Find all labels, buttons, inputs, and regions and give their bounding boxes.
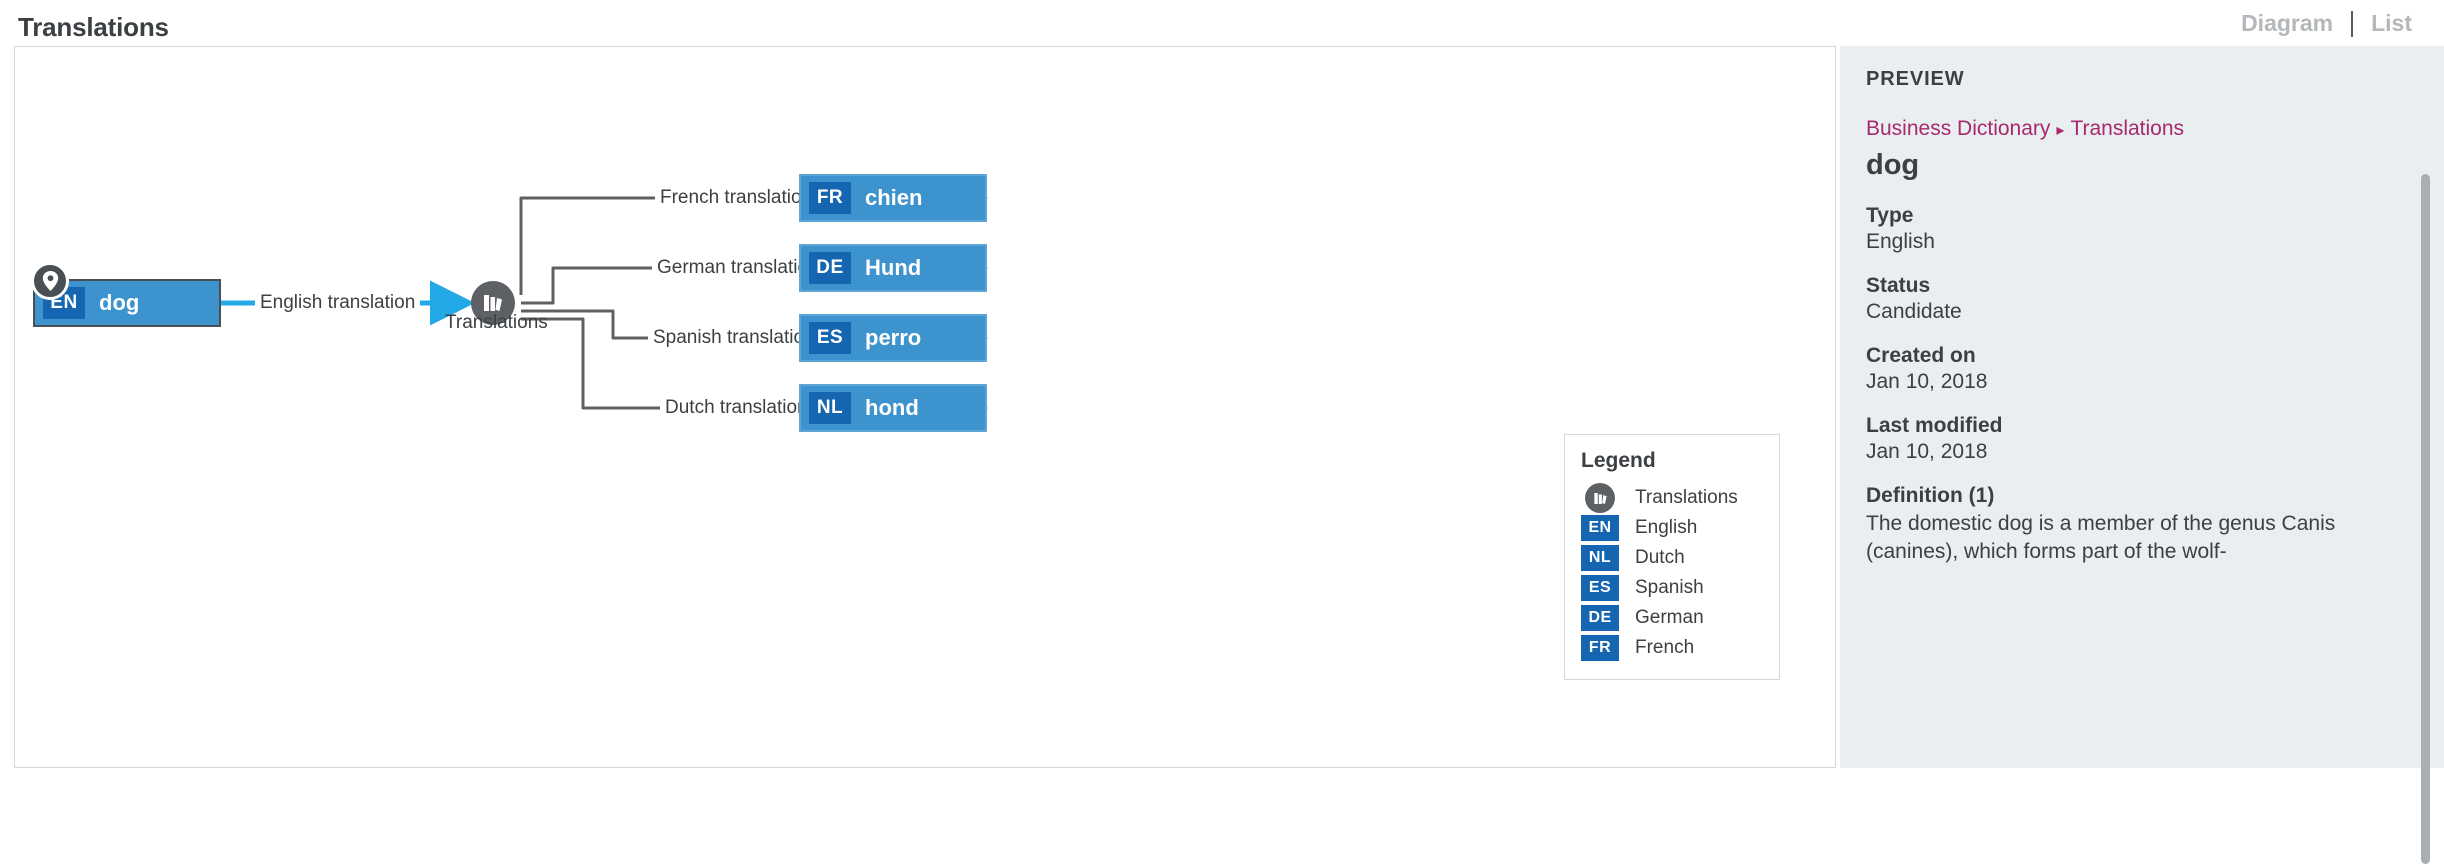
preview-scrollbar[interactable] <box>2421 46 2438 864</box>
node-fr-tag: FR <box>809 182 851 214</box>
field-status-value: Candidate <box>1866 300 1962 323</box>
breadcrumb-current[interactable]: Translations <box>2070 117 2185 140</box>
node-fr-chien[interactable]: FR chien <box>799 174 987 222</box>
preview-scrollbar-thumb[interactable] <box>2421 174 2430 864</box>
field-type-value: English <box>1866 230 1935 253</box>
node-es-label: perro <box>865 325 922 350</box>
legend-title: Legend <box>1581 449 1656 472</box>
legend-item-french: FR French <box>1581 633 1763 663</box>
page-title: Translations <box>18 12 169 42</box>
edge-label-german: German translation <box>652 257 824 279</box>
legend-badge-es: ES <box>1581 575 1619 601</box>
legend-label-english: English <box>1635 517 1698 538</box>
node-de-label: Hund <box>865 255 922 280</box>
legend-label-dutch: Dutch <box>1635 547 1685 568</box>
view-switch-separator <box>2351 10 2354 37</box>
field-definition: Definition (1) The domestic dog is a mem… <box>1866 484 2444 565</box>
node-nl-hond[interactable]: NL hond <box>799 384 987 432</box>
node-de-hund[interactable]: DE Hund <box>799 244 987 292</box>
field-last-modified-label: Last modified <box>1866 414 2003 437</box>
field-definition-label: Definition (1) <box>1866 484 1995 507</box>
app-header: Translations Diagram List <box>0 0 2444 50</box>
node-es-tag: ES <box>809 322 851 354</box>
books-icon <box>1585 483 1615 513</box>
legend-badge-nl: NL <box>1581 545 1619 571</box>
view-switch: Diagram List <box>2223 10 2430 37</box>
field-type: Type English <box>1866 204 2444 254</box>
legend-item-english: EN English <box>1581 513 1763 543</box>
node-translations-hub-label: Translations <box>445 312 548 333</box>
chevron-right-icon: ▸ <box>2056 122 2065 139</box>
breadcrumb-parent[interactable]: Business Dictionary <box>1866 117 2051 140</box>
legend-item-dutch: NL Dutch <box>1581 543 1763 573</box>
legend-badge-en: EN <box>1581 515 1619 541</box>
field-created-on-label: Created on <box>1866 344 1976 367</box>
legend-badge-de: DE <box>1581 605 1619 631</box>
field-created-on-value: Jan 10, 2018 <box>1866 370 1988 393</box>
legend-label-spanish: Spanish <box>1635 577 1704 598</box>
field-definition-text: The domestic dog is a member of the genu… <box>1866 512 2336 563</box>
legend-item-translations: Translations <box>1581 483 1763 513</box>
legend-label-french: French <box>1635 637 1695 658</box>
node-root-label: dog <box>99 290 140 315</box>
legend-panel: Legend Translations EN English NL Dutch … <box>1564 434 1780 680</box>
location-pin-icon <box>31 262 69 300</box>
legend-badge-fr: FR <box>1581 635 1619 661</box>
node-es-perro[interactable]: ES perro <box>799 314 987 362</box>
tab-diagram[interactable]: Diagram <box>2241 10 2334 36</box>
node-translations-hub[interactable] <box>471 281 515 325</box>
diagram-canvas[interactable]: EN dog Translations English translation … <box>14 46 1836 768</box>
field-last-modified: Last modified Jan 10, 2018 <box>1866 414 2444 464</box>
field-status-label: Status <box>1866 274 1931 297</box>
field-status: Status Candidate <box>1866 274 2444 324</box>
node-fr-label: chien <box>865 185 923 210</box>
field-created-on: Created on Jan 10, 2018 <box>1866 344 2444 394</box>
field-last-modified-value: Jan 10, 2018 <box>1866 440 1988 463</box>
field-type-label: Type <box>1866 204 1914 227</box>
legend-label-german: German <box>1635 607 1704 628</box>
edge-label-dutch: Dutch translation <box>660 397 813 419</box>
tab-list[interactable]: List <box>2371 10 2412 36</box>
books-icon <box>484 295 502 311</box>
node-nl-tag: NL <box>809 392 851 424</box>
edge-label-spanish: Spanish translation <box>648 327 820 349</box>
edge-french-translation <box>519 196 783 295</box>
node-de-tag: DE <box>809 252 851 284</box>
legend-item-spanish: ES Spanish <box>1581 573 1763 603</box>
preview-term-title: dog <box>1866 149 1920 181</box>
legend-item-german: DE German <box>1581 603 1763 633</box>
edge-label-french: French translation <box>655 187 818 209</box>
preview-heading: PREVIEW <box>1866 68 1965 90</box>
node-nl-label: hond <box>865 395 919 420</box>
edge-label-english: English translation <box>255 292 421 314</box>
breadcrumb: Business Dictionary ▸ Translations <box>1866 117 2444 141</box>
legend-label-translations: Translations <box>1635 487 1738 508</box>
preview-panel: PREVIEW Business Dictionary ▸ Translations… <box>1840 46 2444 768</box>
